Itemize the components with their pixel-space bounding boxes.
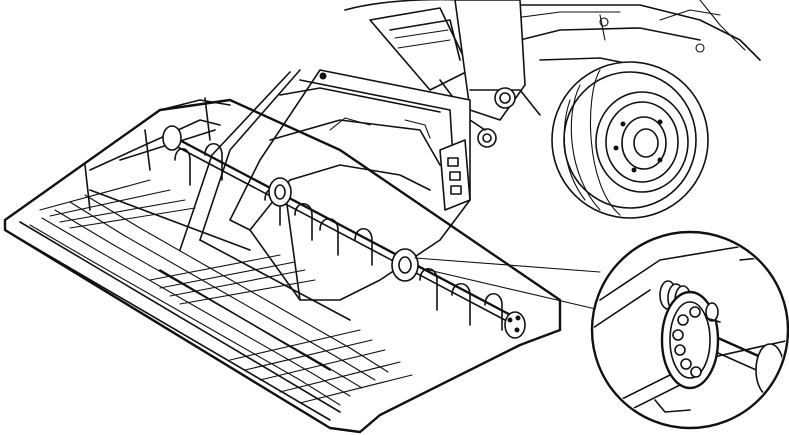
tine-comb-rows xyxy=(29,194,389,406)
magnified-detail xyxy=(590,230,789,430)
loader-arm xyxy=(369,0,541,148)
grapple-floor xyxy=(3,97,562,434)
tine-bars xyxy=(39,179,413,404)
callout-leader-lines xyxy=(414,257,601,311)
clamp-shaft xyxy=(162,125,526,339)
wheel xyxy=(551,61,709,219)
clamp-hooks xyxy=(174,142,503,331)
